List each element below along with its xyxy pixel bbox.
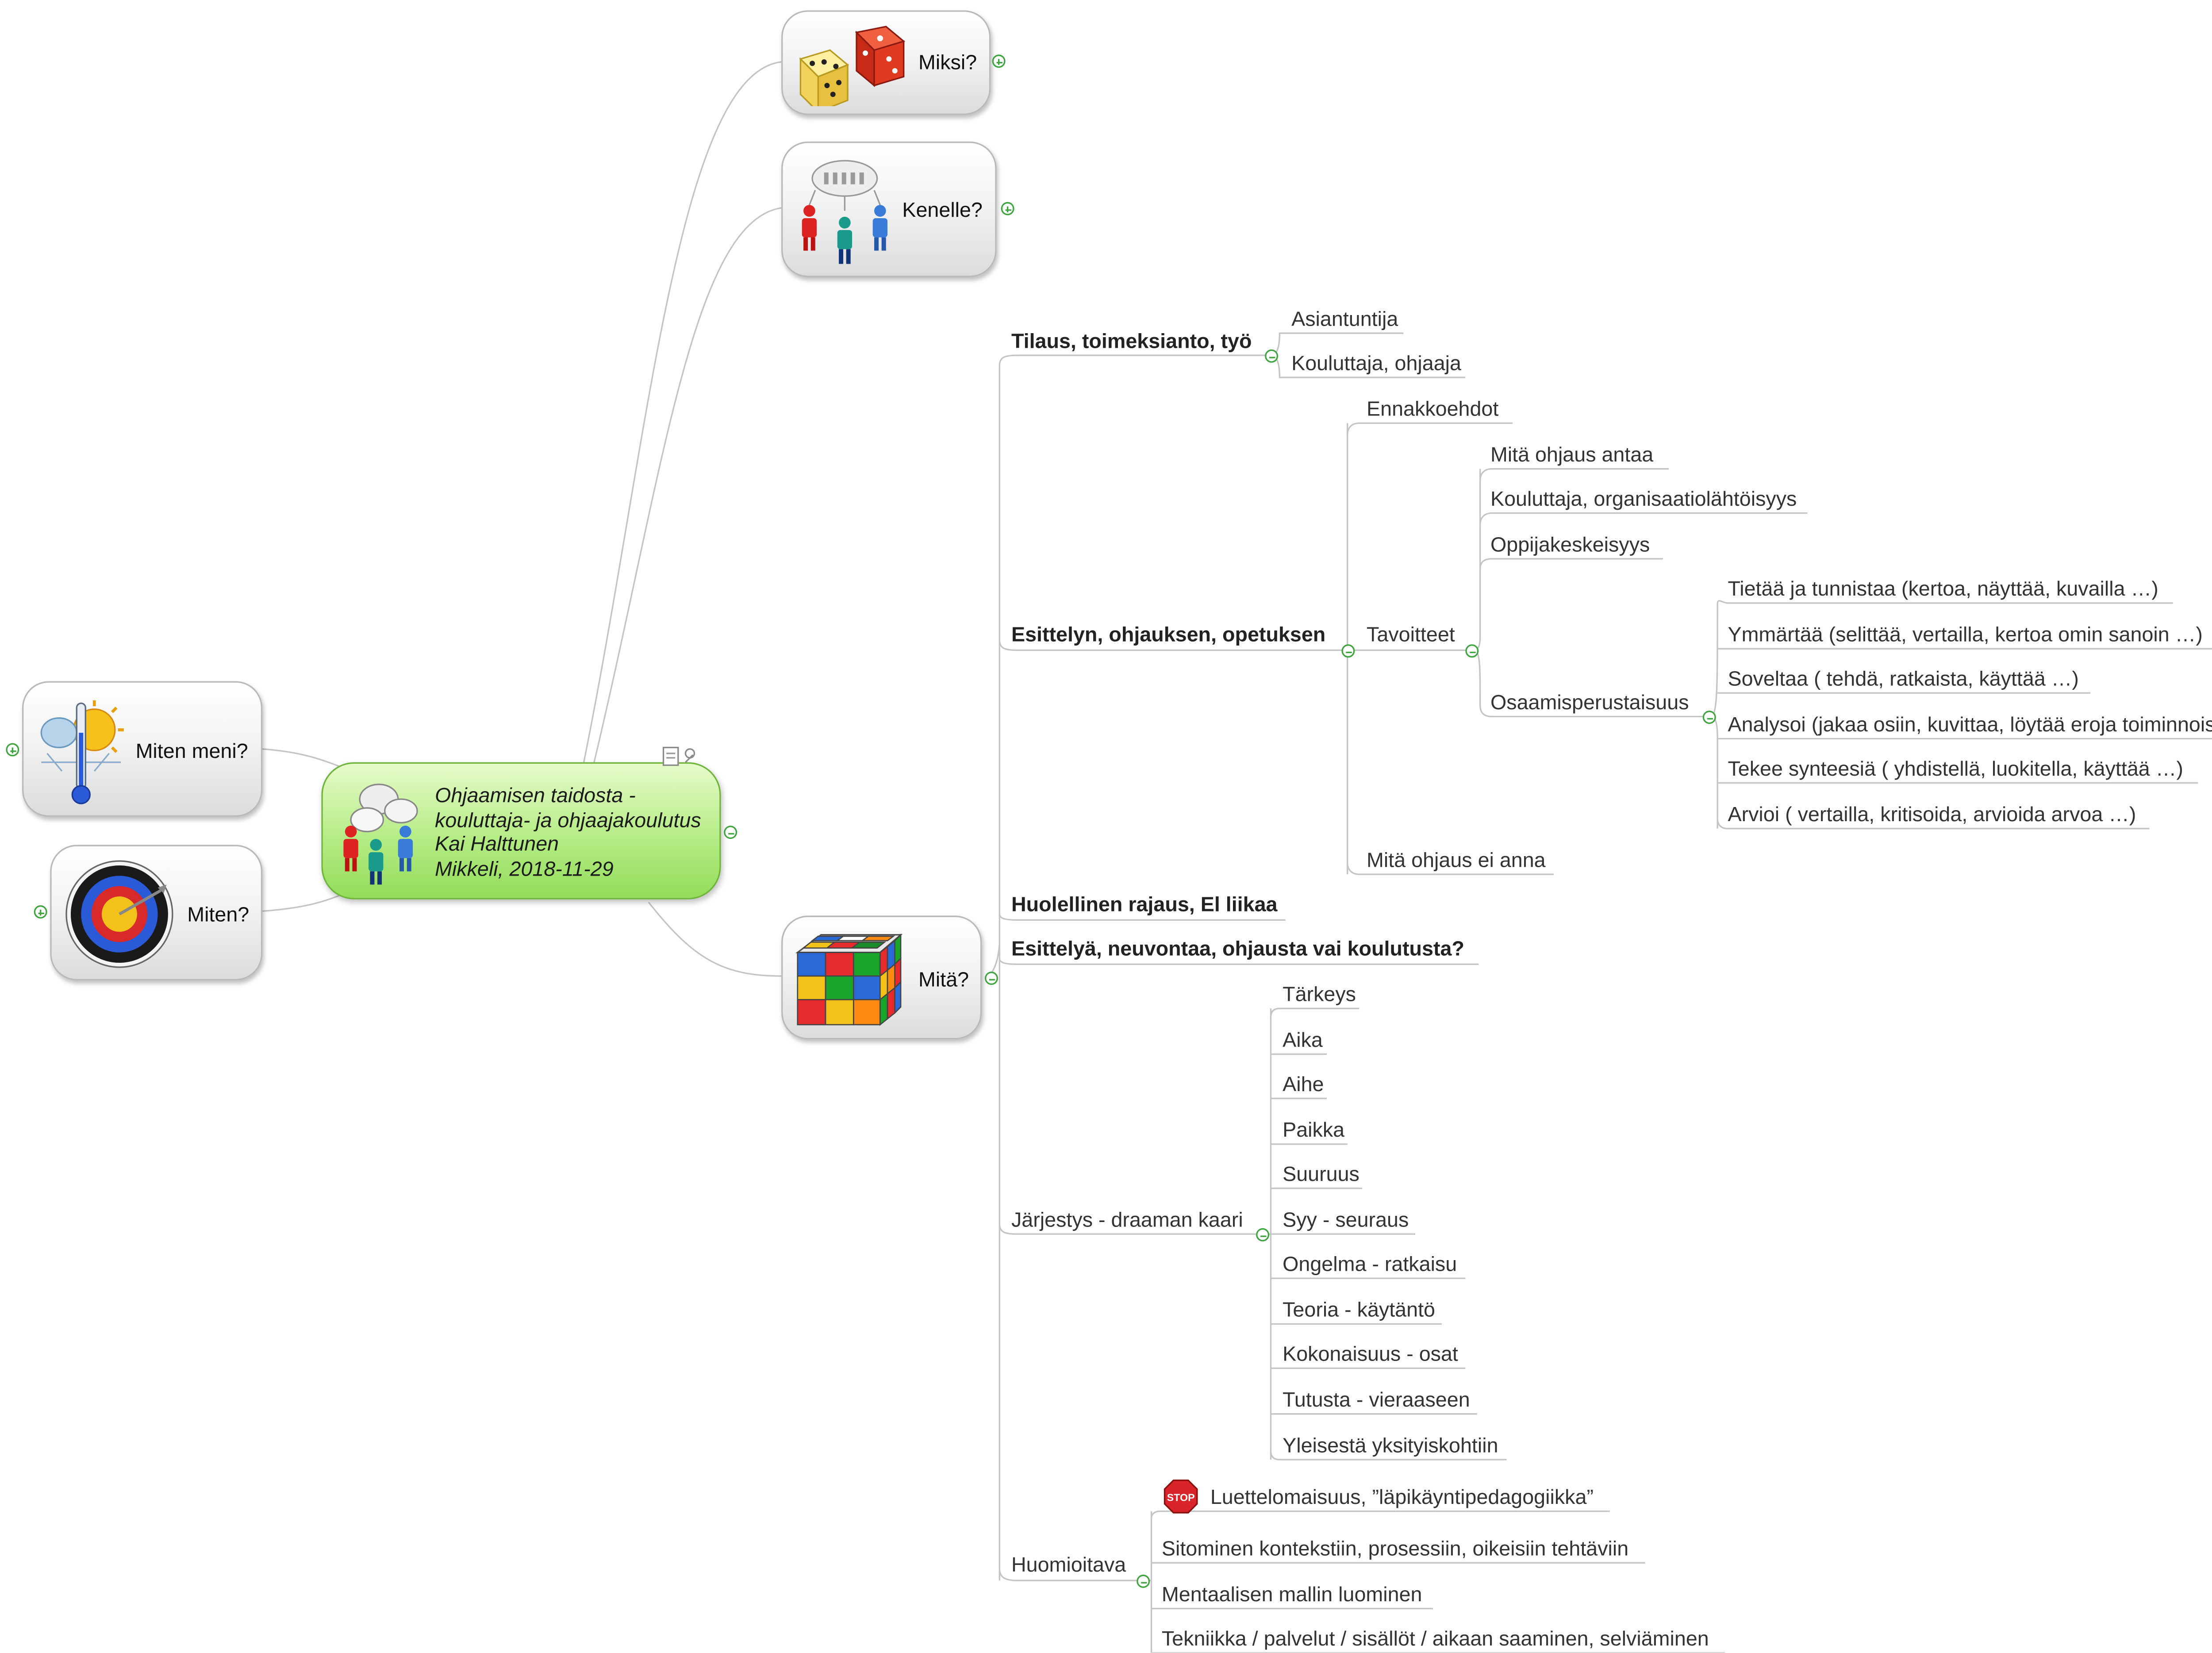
note-mentaalisen-mallin[interactable]: Mentaalisen mallin luominen [1161,1582,1422,1606]
level-ymmartaa[interactable]: Ymmärtää (selittää, vertailla, kertoa om… [1728,622,2203,646]
notes-attachment-icon[interactable] [662,746,700,767]
level-analysoi[interactable]: Analysoi (jakaa osiin, kuvittaa, löytää … [1728,712,2212,736]
group-people-icon [802,160,888,264]
central-subtitle: kouluttaja- ja ohjaajakoulutus [435,807,701,831]
target-icon [65,860,173,968]
order-teoria-kaytanto[interactable]: Teoria - käytäntö [1283,1297,1435,1321]
subtopic-mita-ohjaus-ei-anna[interactable]: Mitä ohjaus ei anna [1367,848,1546,872]
subtopic-mita-ohjaus-antaa[interactable]: Mitä ohjaus antaa [1490,442,1654,466]
central-author: Kai Halttunen [435,831,559,855]
order-aika[interactable]: Aika [1283,1027,1323,1051]
central-collapse-toggle[interactable] [724,826,737,839]
topic-miten-label: Miten? [187,902,250,926]
order-ongelma-ratkaisu[interactable]: Ongelma - ratkaisu [1283,1252,1457,1276]
subtopic-oppijakeskeisyys[interactable]: Oppijakeskeisyys [1490,532,1650,556]
topic-kenelle[interactable]: Kenelle? [781,141,997,277]
dice-icon [799,26,906,106]
subtopic-kouluttaja-organisaatio[interactable]: Kouluttaja, organisaatiolähtöisyys [1490,486,1797,510]
central-topic[interactable]: Ohjaamisen taidosta - kouluttaja- ja ohj… [321,762,721,900]
subtopic-ennakkoehdot[interactable]: Ennakkoehdot [1367,396,1499,420]
rubiks-cube-icon [795,933,903,1026]
order-tarkeys[interactable]: Tärkeys [1283,982,1356,1006]
subtopic-esittelya-neuvontaa[interactable]: Esittelyä, neuvontaa, ohjausta vai koulu… [1011,936,1464,960]
thermometer-weather-icon [40,700,124,804]
topic-miten-meni-label: Miten meni? [135,738,248,762]
order-tutusta-vieraaseen[interactable]: Tutusta - vieraaseen [1283,1387,1470,1411]
central-title: Ohjaamisen taidosta - [435,783,636,807]
topic-miten-expand-toggle[interactable] [34,905,47,919]
level-synteesi[interactable]: Tekee synteesiä ( yhdistellä, luokitella… [1728,756,2183,780]
subtopic-huomioitava-toggle[interactable] [1137,1574,1150,1588]
order-kokonaisuus-osat[interactable]: Kokonaisuus - osat [1283,1342,1458,1365]
topic-miten[interactable]: Miten? [50,845,263,980]
subtopic-huomioitava[interactable]: Huomioitava [1011,1552,1126,1576]
subtopic-esittelyn-toggle[interactable] [1341,644,1355,658]
topic-mita[interactable]: Mitä? [781,915,982,1040]
subtopic-asiantuntija[interactable]: Asiantuntija [1291,307,1398,331]
level-arvioi[interactable]: Arvioi ( vertailla, kritisoida, arvioida… [1728,802,2136,826]
note-luettelomaisuus[interactable]: Luettelomaisuus, ”läpikäyntipedagogiikka… [1210,1484,1594,1508]
level-tietaa[interactable]: Tietää ja tunnistaa (kertoa, näyttää, ku… [1728,576,2158,600]
note-tekniikka[interactable]: Tekniikka / palvelut / sisällöt / aikaan… [1161,1626,1709,1650]
stop-sign-icon: STOP [1164,1479,1198,1514]
subtopic-tilaus-toggle[interactable] [1265,349,1279,363]
subtopic-huolellinen-rajaus[interactable]: Huolellinen rajaus, El liikaa [1011,892,1278,916]
topic-miksi-expand-toggle[interactable] [992,54,1006,68]
order-yleisesta-yksityiskohtiin[interactable]: Yleisestä yksityiskohtiin [1283,1433,1498,1457]
topic-miksi[interactable]: Miksi? [781,10,991,115]
subtopic-tilaus[interactable]: Tilaus, toimeksianto, työ [1011,329,1252,353]
subtopic-kouluttaja-ohjaaja[interactable]: Kouluttaja, ohjaaja [1291,351,1461,375]
subtopic-esittelyn[interactable]: Esittelyn, ohjauksen, opetuksen [1011,622,1326,646]
topic-kenelle-label: Kenelle? [902,197,983,221]
order-suuruus[interactable]: Suuruus [1283,1161,1359,1186]
topic-mita-label: Mitä? [918,967,969,991]
subtopic-tavoitteet[interactable]: Tavoitteet [1367,622,1455,646]
subtopic-osaamisperustaisuus[interactable]: Osaamisperustaisuus [1490,690,1689,714]
topic-miksi-label: Miksi? [918,50,977,74]
stop-sign-text: STOP [1167,1492,1195,1503]
speech-people-icon [343,784,418,885]
note-sitominen[interactable]: Sitominen kontekstiin, prosessiin, oikei… [1161,1536,1629,1560]
central-topic-text: Ohjaamisen taidosta - kouluttaja- ja ohj… [435,783,701,880]
order-syy-seuraus[interactable]: Syy - seuraus [1283,1207,1409,1231]
order-aihe[interactable]: Aihe [1283,1072,1324,1096]
topic-mita-collapse-toggle[interactable] [984,971,998,985]
level-soveltaa[interactable]: Soveltaa ( tehdä, ratkaista, käyttää …) [1728,666,2079,690]
topic-miten-meni[interactable]: Miten meni? [22,681,263,817]
subtopic-osaamis-toggle[interactable] [1702,711,1716,724]
subtopic-tavoitteet-toggle[interactable] [1465,644,1479,658]
topic-kenelle-expand-toggle[interactable] [1001,202,1014,215]
topic-miten-meni-expand-toggle[interactable] [6,743,19,757]
subtopic-jarjestys[interactable]: Järjestys - draaman kaari [1011,1207,1243,1231]
subtopic-jarjestys-toggle[interactable] [1256,1228,1270,1242]
central-place-date: Mikkeli, 2018-11-29 [435,856,614,880]
order-paikka[interactable]: Paikka [1283,1117,1345,1142]
